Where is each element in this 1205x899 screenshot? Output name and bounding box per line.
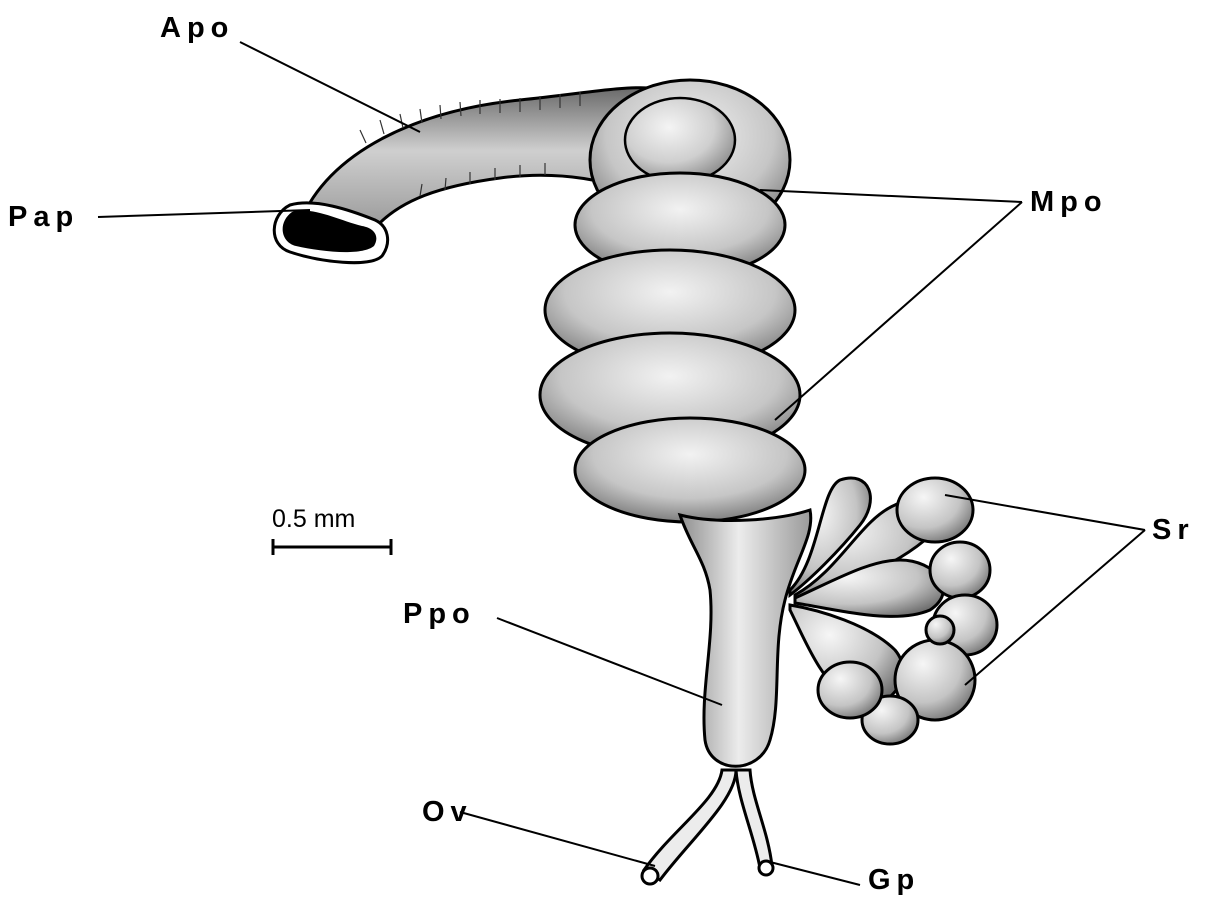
leader-apo: [240, 42, 420, 132]
leader-mpo-1: [760, 190, 1022, 202]
label-gp: Gp: [868, 866, 920, 895]
scale-bar-label: 0.5 mm: [272, 507, 355, 532]
leader-mpo-2: [775, 202, 1022, 420]
leader-gp: [770, 862, 860, 885]
leader-sr-1: [945, 495, 1145, 530]
label-mpo: Mpo: [1030, 188, 1108, 217]
label-ov: Ov: [422, 798, 473, 827]
scale-bar: [273, 539, 391, 555]
posterior-oviduct: [680, 510, 811, 766]
label-sr: Sr: [1152, 516, 1195, 545]
leader-ov: [460, 812, 655, 866]
terminal-ducts: [642, 770, 773, 884]
label-pap: Pap: [8, 203, 79, 232]
label-apo: Apo: [160, 14, 234, 43]
leader-ppo: [497, 618, 722, 705]
seminal-receptacles: [790, 478, 997, 744]
label-ppo: Ppo: [403, 600, 476, 629]
